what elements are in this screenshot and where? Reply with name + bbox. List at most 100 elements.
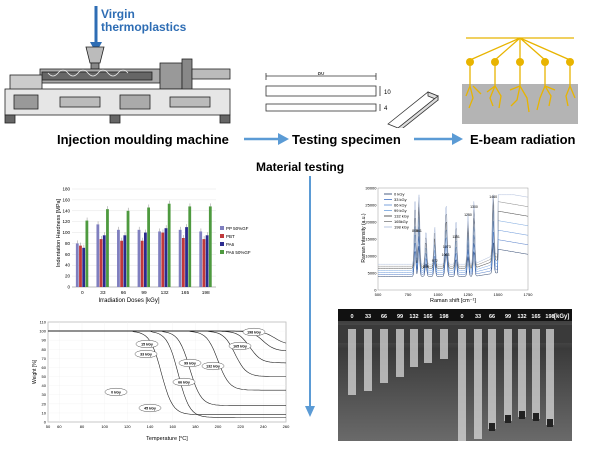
photo-dose-label: 198 <box>439 314 448 320</box>
photo-header-band <box>338 309 572 321</box>
photo-specimen-strip <box>532 329 540 419</box>
raman-legend-label: 33 kGy <box>394 197 407 202</box>
tga-x-label: Temperature [°C] <box>146 436 188 442</box>
hardness-legend-swatch <box>220 226 224 230</box>
hardness-legend-label: PA6 <box>226 242 235 247</box>
hardness-y-tick: 80 <box>65 241 71 246</box>
tga-y-tick: 80 <box>42 347 47 352</box>
raman-legend-label: 66 kGy <box>394 203 407 208</box>
raman-peak-label: 972 <box>432 259 438 263</box>
raman-peak-label: 899 <box>423 265 429 269</box>
raman-legend-label: 165kGy <box>394 219 408 224</box>
hardness-bar <box>158 231 161 287</box>
tga-y-tick: 10 <box>42 410 47 415</box>
photo-dose-label: 66 <box>489 314 495 320</box>
photo-strips <box>348 329 554 441</box>
material-testing-arrow <box>305 176 315 417</box>
hardness-x-label: Irradiation Doses [kGy] <box>98 298 159 304</box>
hardness-bar <box>199 231 203 287</box>
photo-dose-label: 165 <box>423 314 432 320</box>
tga-label-bubble <box>172 378 196 387</box>
photo-specimen-strip <box>348 329 356 395</box>
stage-injection-moulding: Injection moulding machine <box>57 132 229 147</box>
photo-specimen-strip <box>424 329 432 363</box>
photo-dose-label: 33 <box>475 314 481 320</box>
hardness-bar <box>188 206 192 287</box>
raman-peak-label: 1151 <box>452 235 460 239</box>
photo-dose-label: 132 <box>409 314 418 320</box>
raman-x-tick: 1000 <box>434 292 444 297</box>
hardness-bar <box>140 240 144 287</box>
tga-label-bubble <box>135 340 159 349</box>
virgin-line-2: thermoplastics <box>101 20 187 34</box>
raman-series-line <box>378 210 528 271</box>
hardness-bar <box>82 247 86 287</box>
hardness-legend-label: PBT <box>226 234 235 239</box>
hardness-y-tick: 160 <box>62 197 70 202</box>
raman-peak-label: 1073 <box>443 245 451 249</box>
raman-plot-area <box>377 187 529 291</box>
photo-weight-clip <box>519 411 525 419</box>
hardness-y-tick: 60 <box>65 252 71 257</box>
tga-y-tick: 110 <box>40 320 47 325</box>
stage-testing-specimen: Testing specimen <box>292 132 401 147</box>
raman-y-tick: 5000 <box>368 271 378 276</box>
raman-peak-label: 1300 <box>470 205 478 209</box>
tga-x-tick: 100 <box>101 424 108 429</box>
photo-dose-label: 99 <box>505 314 511 320</box>
hardness-y-tick: 40 <box>65 263 71 268</box>
raman-x-tick: 750 <box>405 292 412 297</box>
hardness-legend-label: PA6 50%GF <box>226 250 251 255</box>
tga-dose-label: 45 kGy <box>144 406 156 410</box>
tga-label-bubble <box>138 403 162 412</box>
raman-legend-label: 0 kGy <box>394 192 404 197</box>
tga-label-bubble <box>228 342 252 351</box>
raman-series-line <box>378 242 528 277</box>
arrow-to-specimen <box>244 133 289 145</box>
tga-x-tick: 160 <box>169 424 176 429</box>
photo-specimen-strip <box>364 329 372 391</box>
hardness-bar <box>181 238 185 287</box>
hardness-bar <box>123 235 127 287</box>
hardness-bar <box>120 240 124 287</box>
hardness-bar <box>99 239 103 287</box>
hardness-bar <box>167 203 171 287</box>
raman-y-tick: 20000 <box>365 220 377 225</box>
hardness-legend-swatch <box>220 250 224 254</box>
hardness-y-tick: 120 <box>62 219 70 224</box>
hardness-x-tick: 165 <box>181 290 189 296</box>
photo-dose-label: 0 <box>350 314 353 320</box>
photo-specimen-strip <box>396 329 404 377</box>
photo-specimen-strip <box>504 329 512 421</box>
raman-x-tick: 500 <box>375 292 382 297</box>
raman-peak-label: 1460 <box>489 195 497 199</box>
hardness-x-tick: 0 <box>81 290 84 296</box>
tga-x-tick: 260 <box>283 424 290 429</box>
hardness-bar <box>126 210 130 287</box>
raman-y-label: Raman Intensity (a.u.) <box>361 213 367 263</box>
raman-x-tick: 1250 <box>464 292 474 297</box>
tga-dose-label: 15 kGy <box>141 342 153 346</box>
raman-series-line <box>378 194 528 265</box>
hardness-bar <box>75 243 79 287</box>
raman-y-tick: 15000 <box>365 237 377 242</box>
dim-height: 10 <box>384 90 391 96</box>
hardness-bar <box>96 224 100 287</box>
tga-y-tick: 90 <box>42 338 47 343</box>
photo-dose-label: 198 <box>545 314 554 320</box>
photo-specimen-strip <box>518 329 526 417</box>
hardness-bar <box>85 220 89 287</box>
tga-dose-label: 99 kGy <box>184 361 196 365</box>
hardness-y-tick: 20 <box>65 274 71 279</box>
